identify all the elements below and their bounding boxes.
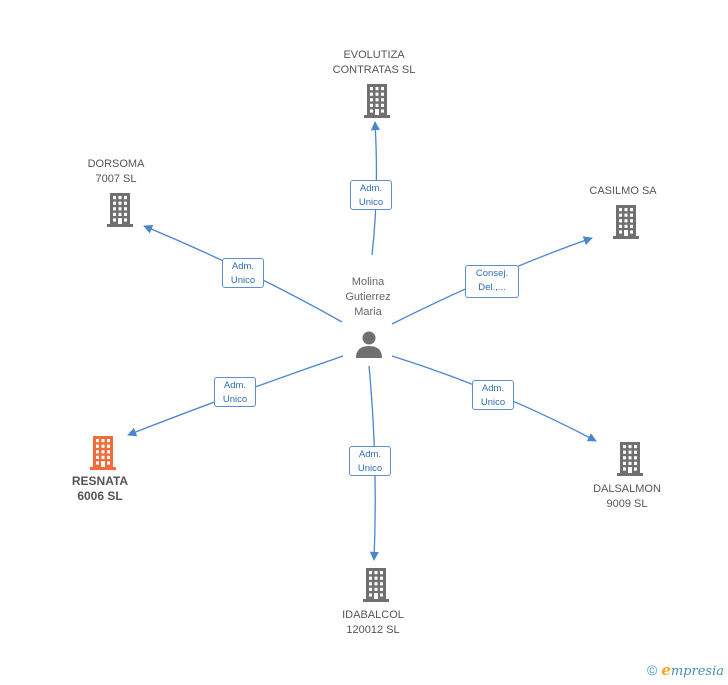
building-icon-resnata[interactable]: [90, 436, 116, 470]
node-label-dorsoma[interactable]: DORSOMA 7007 SL: [87, 158, 145, 185]
edge-label-dorsoma[interactable]: Adm.Unico: [222, 258, 264, 288]
brand-logo-text: mpresia: [670, 664, 724, 679]
node-label-evolutiza[interactable]: EVOLUTIZA CONTRATAS SL: [332, 49, 416, 76]
edge-label-evolutiza[interactable]: Adm.Unico: [350, 180, 392, 210]
node-label-resnata[interactable]: RESNATA 6006 SL: [71, 474, 129, 503]
building-icon-dalsalmon[interactable]: [617, 442, 643, 476]
edge-label-dalsalmon[interactable]: Adm.Unico: [472, 380, 514, 410]
building-icon-idabalcol[interactable]: [363, 568, 389, 602]
building-icon-dorsoma[interactable]: [107, 193, 133, 227]
building-icon-casilmo[interactable]: [613, 205, 639, 239]
node-label-dalsalmon[interactable]: DALSALMON 9009 SL: [593, 483, 661, 510]
edge-label-resnata[interactable]: Adm.Unico: [214, 377, 256, 407]
center-person-label[interactable]: Molina Gutierrez Maria: [345, 276, 391, 318]
edge-label-casilmo[interactable]: Consej.Del.,...: [465, 265, 519, 298]
copyright-icon: ©: [646, 662, 658, 678]
brand-logo-initial: e: [661, 661, 671, 679]
person-icon[interactable]: [356, 331, 382, 359]
edge-label-idabalcol[interactable]: Adm.Unico: [349, 446, 391, 476]
footer-brand: ©empresia: [647, 661, 724, 679]
node-label-idabalcol[interactable]: IDABALCOL 120012 SL: [342, 609, 404, 636]
node-label-casilmo[interactable]: CASILMO SA: [589, 185, 657, 197]
building-icon-evolutiza[interactable]: [364, 84, 390, 118]
